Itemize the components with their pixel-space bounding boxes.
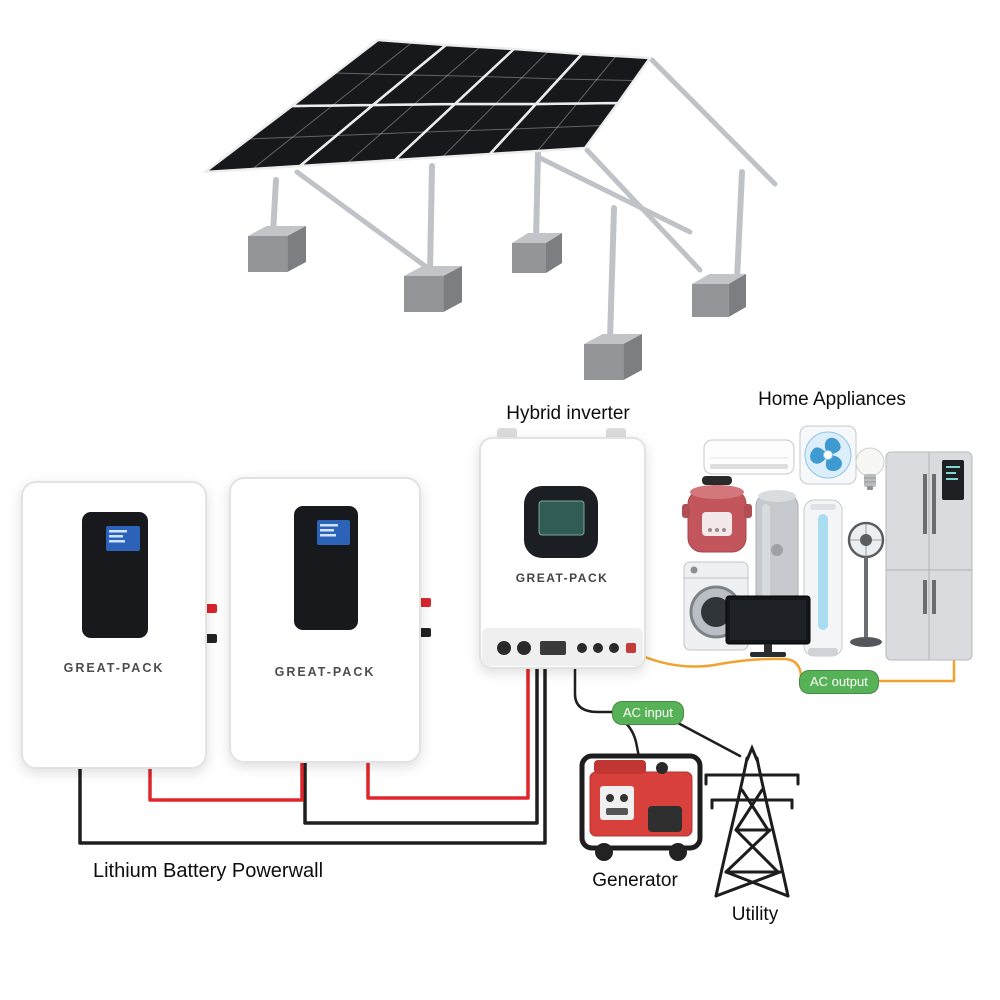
tower-ac-icon	[803, 499, 843, 657]
wiring	[78, 640, 956, 845]
fan-icon	[799, 425, 857, 485]
home-appliances-label: Home Appliances	[758, 389, 906, 410]
battery-wire-black-1	[78, 666, 547, 845]
battery-lcd	[106, 526, 140, 551]
utility-label: Utility	[731, 904, 779, 925]
battery-right-brand-label: GREAT-PACK	[274, 665, 376, 679]
lithium-battery-powerwall-label: Lithium Battery Powerwall	[92, 860, 324, 882]
pressure-cooker-icon	[682, 476, 752, 553]
hybrid-inverter-icon	[479, 428, 646, 669]
battery-terminal-positive	[204, 604, 217, 613]
generator-icon	[579, 753, 703, 861]
battery-left-brand-label: GREAT-PACK	[63, 661, 165, 675]
utility-tower-icon	[704, 744, 800, 898]
stand-fan-icon	[847, 521, 885, 647]
ac-output-wire	[638, 640, 956, 683]
panel-grid-lines	[248, 42, 635, 170]
battery-terminal-negative	[204, 634, 217, 643]
ac-input-badge: AC input	[612, 701, 684, 725]
mounting-frame	[270, 57, 778, 343]
battery-wire-red-1	[148, 758, 304, 802]
hybrid-inverter-label: Hybrid inverter	[506, 403, 630, 424]
light-bulb-icon	[855, 447, 885, 490]
ac-output-badge: AC output	[799, 670, 879, 694]
solar-panel-array-icon	[203, 38, 778, 380]
battery-powerwall-right-icon	[229, 477, 431, 763]
battery-powerwall-left-icon	[21, 481, 217, 769]
tv-icon	[725, 595, 811, 657]
home-appliances-icons	[682, 425, 973, 661]
generator-label: Generator	[592, 870, 678, 891]
inverter-brand-label: GREAT-PACK	[515, 571, 609, 585]
battery-lcd	[317, 520, 350, 545]
concrete-blocks	[248, 226, 746, 380]
battery-wire-red-2	[366, 666, 530, 800]
wall-ac-icon	[703, 439, 795, 475]
battery-wire-black-2	[303, 666, 539, 825]
battery-terminal-positive	[418, 598, 431, 607]
battery-terminal-negative	[418, 628, 431, 637]
inverter-screen	[538, 500, 585, 536]
refrigerator-icon	[885, 451, 973, 661]
solar-panels	[203, 38, 652, 174]
water-heater-icon	[755, 490, 799, 611]
